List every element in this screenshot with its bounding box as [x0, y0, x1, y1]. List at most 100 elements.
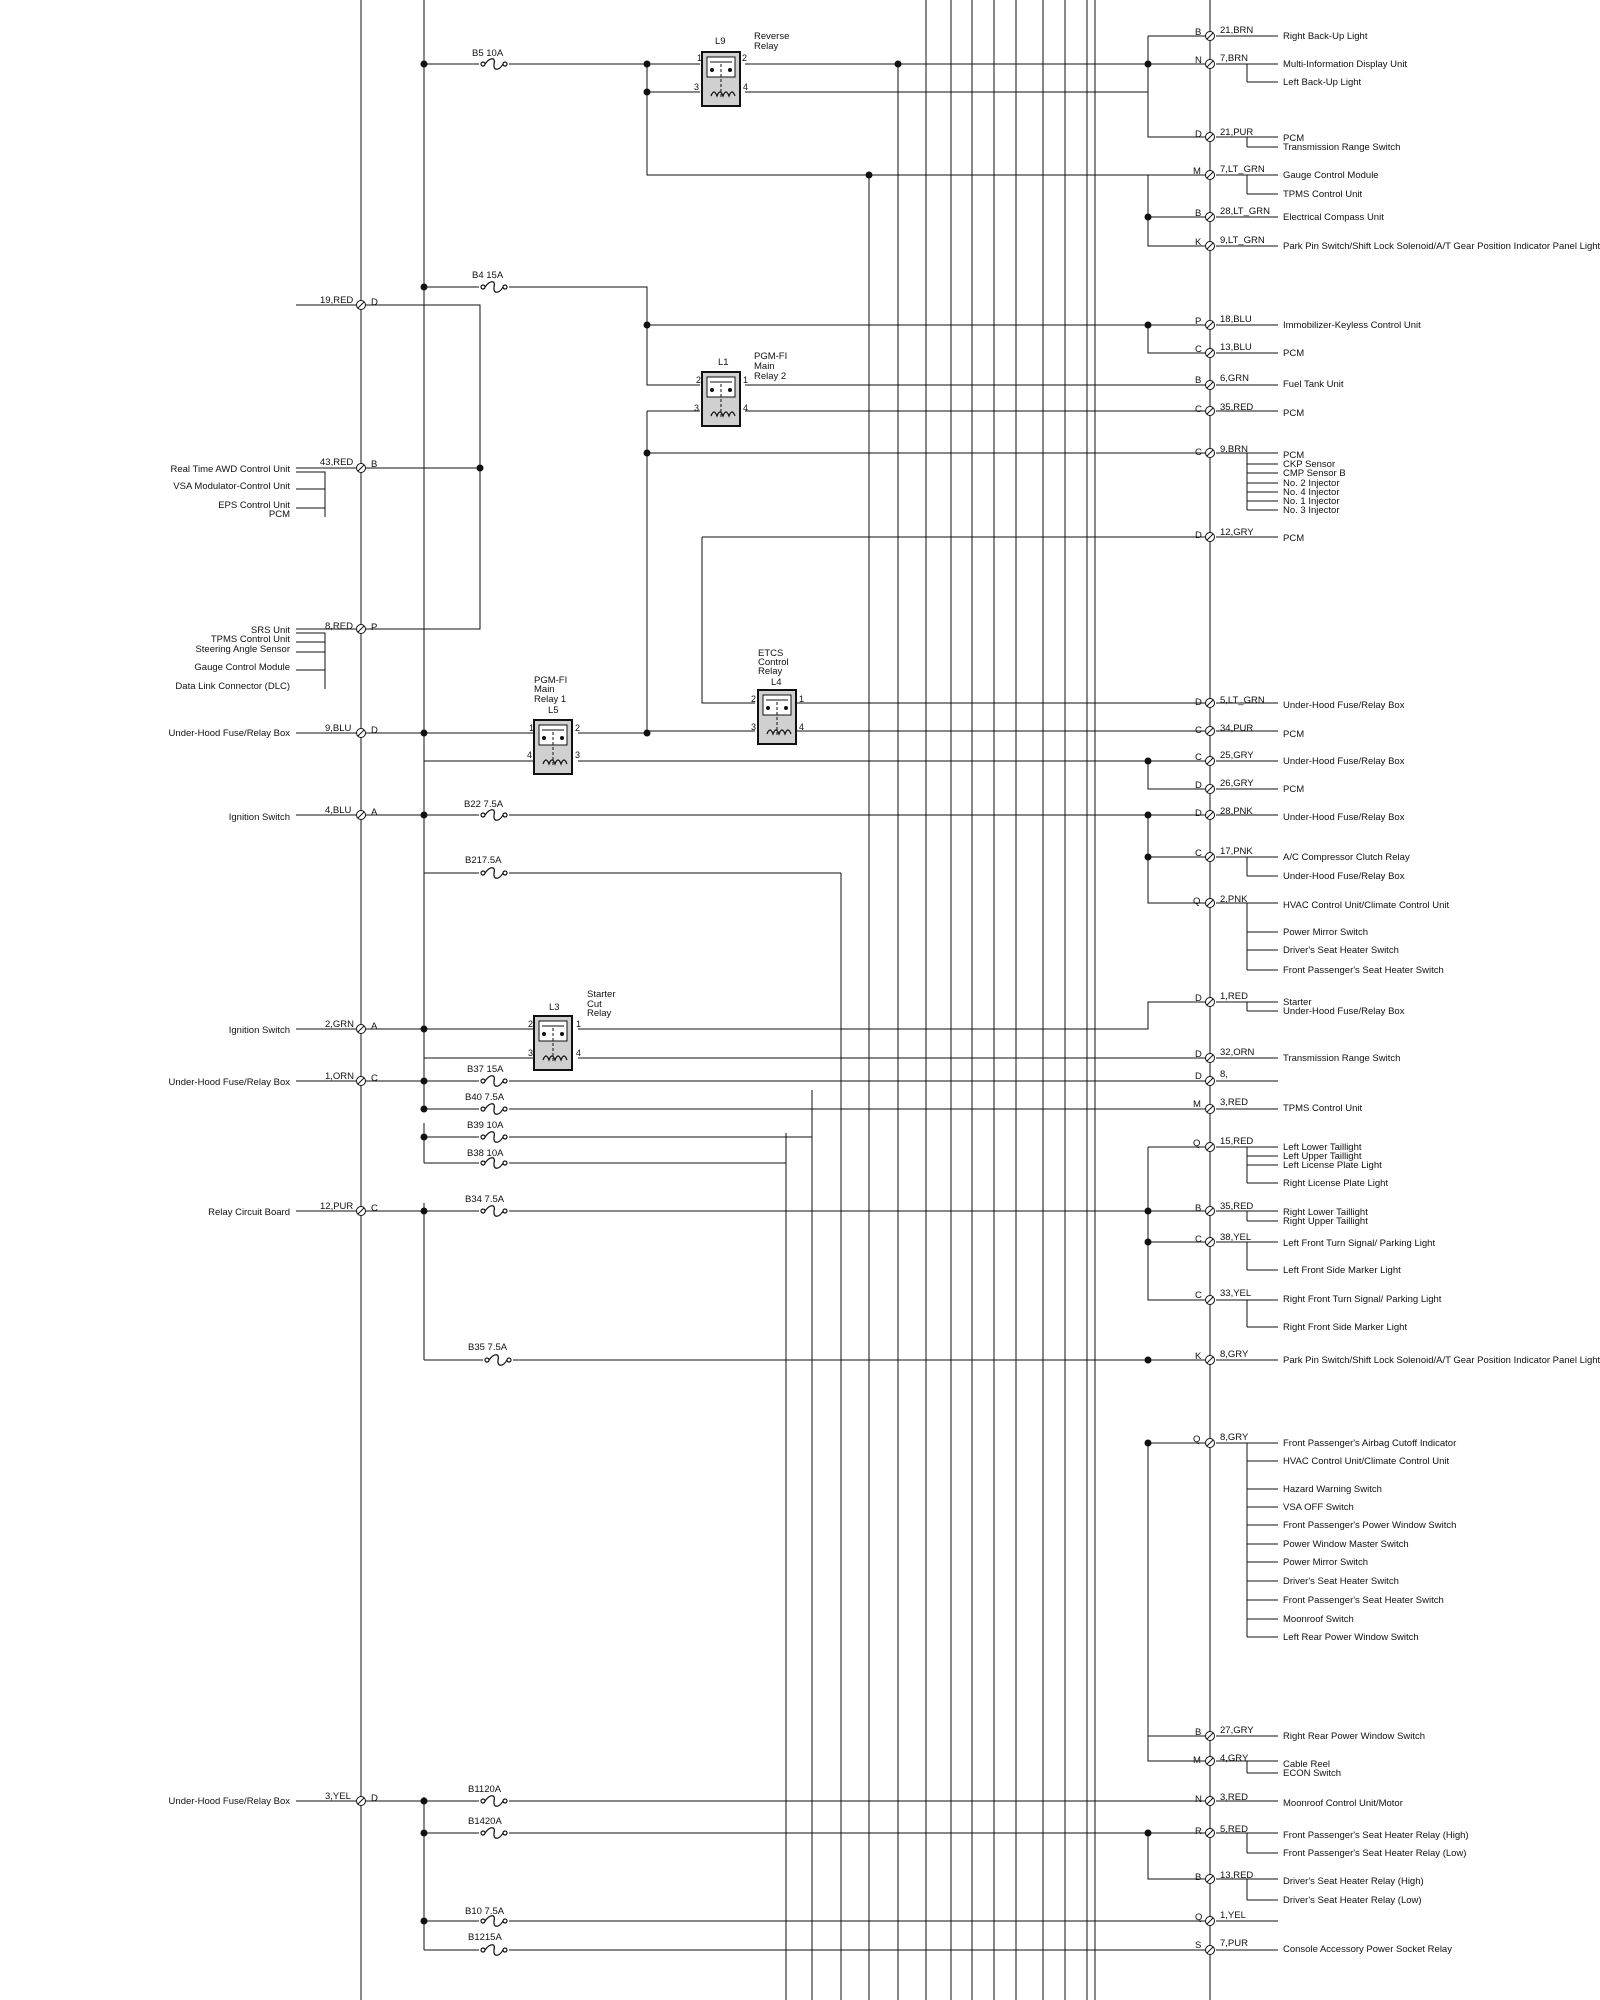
relay-pin: 4 — [743, 403, 748, 413]
junction-dot — [420, 1829, 428, 1837]
pin-label: D — [371, 297, 378, 308]
pin-label: C — [1195, 848, 1202, 859]
junction-dot — [1144, 1829, 1152, 1837]
connector-pin-tick — [1206, 321, 1214, 329]
relay-name-line: PGM-FI — [534, 675, 567, 686]
device-label: Gauge Control Module — [194, 662, 290, 673]
relay-name-line: PGM-FI — [754, 351, 787, 362]
wire-label: 21,BRN — [1220, 25, 1253, 36]
fuse-label-b21: B217.5A — [465, 855, 502, 866]
device-label: No. 1 Injector — [1283, 496, 1340, 507]
fuse-label-b35: B35 7.5A — [468, 1342, 508, 1353]
pin-label: C — [1195, 1290, 1202, 1301]
wire-label: 13,RED — [1220, 1870, 1253, 1881]
device-label: Electrical Compass Unit — [1283, 212, 1384, 223]
junction-dot — [420, 1797, 428, 1805]
device-label: Left Front Side Marker Light — [1283, 1265, 1401, 1276]
device-label: ECON Switch — [1283, 1768, 1341, 1779]
relay-name-line: Cut — [587, 999, 602, 1010]
connector-pin-tick — [1206, 533, 1214, 541]
fuse-element — [484, 1075, 504, 1087]
relay-contact-point — [542, 736, 546, 740]
device-label: Right Back-Up Light — [1283, 31, 1368, 42]
pin-label: K — [1195, 1351, 1202, 1362]
connector-pin-tick — [357, 464, 365, 472]
connector-pin-tick — [1206, 349, 1214, 357]
pin-label: C — [1195, 1234, 1202, 1245]
device-label: No. 4 Injector — [1283, 487, 1340, 498]
connector-pin-tick — [1206, 1946, 1214, 1954]
device-label: Power Mirror Switch — [1283, 927, 1368, 938]
fuse-label-b14: B1420A — [468, 1816, 502, 1827]
wire-label: 35,RED — [1220, 402, 1253, 413]
connector-pin-tick — [1206, 853, 1214, 861]
connector-pin-tick — [357, 1025, 365, 1033]
junction-dot — [420, 283, 428, 291]
junction-dot — [1144, 60, 1152, 68]
wire-label: 8,GRY — [1220, 1432, 1249, 1443]
wire-label: 3,YEL — [325, 1791, 351, 1802]
pin-label: C — [1195, 752, 1202, 763]
relay-coil — [766, 729, 792, 736]
junction-dot — [1144, 321, 1152, 329]
fuse-element — [488, 1354, 508, 1366]
fuse-element — [484, 58, 504, 70]
wire-label: 4,BLU — [325, 805, 352, 816]
device-label: Gauge Control Module — [1283, 170, 1379, 181]
device-label: Driver's Seat Heater Switch — [1283, 945, 1399, 956]
relay-pin: 4 — [743, 82, 748, 92]
connector-pin-tick — [357, 729, 365, 737]
wire-segment — [1147, 64, 1210, 138]
device-label: TPMS Control Unit — [211, 634, 291, 645]
relay-pin: 3 — [694, 403, 699, 413]
pin-label: C — [1195, 447, 1202, 458]
relay-name-line: Relay 1 — [534, 694, 566, 705]
connector-pin-tick — [1206, 242, 1214, 250]
pin-label: D — [1195, 129, 1202, 140]
device-label: Left Back-Up Light — [1283, 77, 1362, 88]
wire-segment — [1147, 325, 1210, 354]
relay-contact-point — [728, 68, 732, 72]
fuse-terminal — [480, 61, 486, 67]
connector-pin-tick — [1206, 998, 1214, 1006]
device-label: Real Time AWD Control Unit — [171, 464, 291, 475]
relay-pin: 1 — [743, 375, 748, 385]
connector-pin-tick — [1206, 1917, 1214, 1925]
junction-dot — [1144, 213, 1152, 221]
fuse-element — [484, 1827, 504, 1839]
relay-symbols — [533, 51, 797, 1071]
junction-dot — [1144, 1207, 1152, 1215]
wire-label: 9,LT_GRN — [1220, 235, 1265, 246]
connector-pin-tick — [357, 625, 365, 633]
junction-dot — [643, 60, 651, 68]
wire-label: 13,BLU — [1220, 342, 1252, 353]
device-label: PCM — [1283, 533, 1304, 544]
device-label: Relay Circuit Board — [208, 1207, 290, 1218]
wire-label: 26,GRY — [1220, 778, 1254, 789]
device-label: PCM — [1283, 729, 1304, 740]
pin-label: D — [1195, 530, 1202, 541]
wire-segment — [296, 471, 326, 517]
device-label: Front Passenger's Power Window Switch — [1283, 1520, 1456, 1531]
connector-pin-tick — [1206, 1077, 1214, 1085]
device-label: PCM — [1283, 348, 1304, 359]
wire-label: 7,LT_GRN — [1220, 164, 1265, 175]
fuse-element — [484, 1131, 504, 1143]
wire-segment — [1147, 217, 1210, 247]
relay-pin: 1 — [576, 1019, 581, 1029]
wire-label: 19,RED — [320, 295, 353, 306]
connector-pin-tick — [357, 1207, 365, 1215]
relay-contact-point — [710, 68, 714, 72]
relay-contact-point — [784, 706, 788, 710]
junction-dot — [420, 1207, 428, 1215]
device-label: No. 2 Injector — [1283, 478, 1340, 489]
device-label: Right Rear Power Window Switch — [1283, 1731, 1425, 1742]
wire-label: 12,PUR — [320, 1201, 353, 1212]
connector-pin-tick — [1206, 213, 1214, 221]
relay-name-line: ETCS — [758, 648, 783, 659]
